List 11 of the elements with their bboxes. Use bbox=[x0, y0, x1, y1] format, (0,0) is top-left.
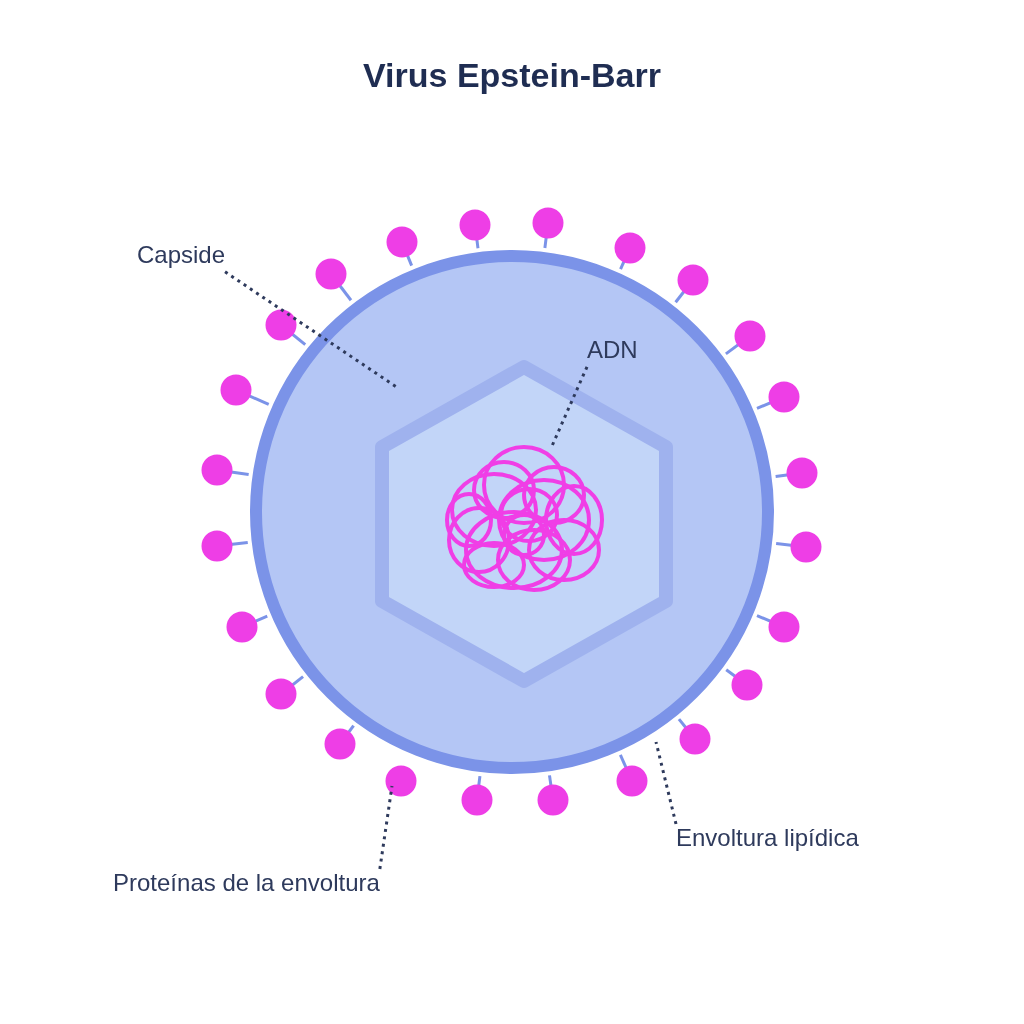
capsid-hexagon bbox=[374, 359, 674, 689]
part-label: Capside bbox=[137, 241, 226, 270]
leader-line bbox=[550, 366, 589, 447]
leader-line bbox=[224, 270, 399, 390]
title: Virus Epstein-Barr bbox=[362, 56, 662, 95]
part-label: ADN bbox=[587, 336, 638, 365]
part-label: Proteínas de la envoltura bbox=[113, 869, 380, 898]
leader-line bbox=[654, 741, 678, 825]
leader-line bbox=[378, 785, 394, 870]
spike-protein bbox=[383, 763, 419, 799]
part-label: Envoltura lipídica bbox=[676, 824, 859, 853]
